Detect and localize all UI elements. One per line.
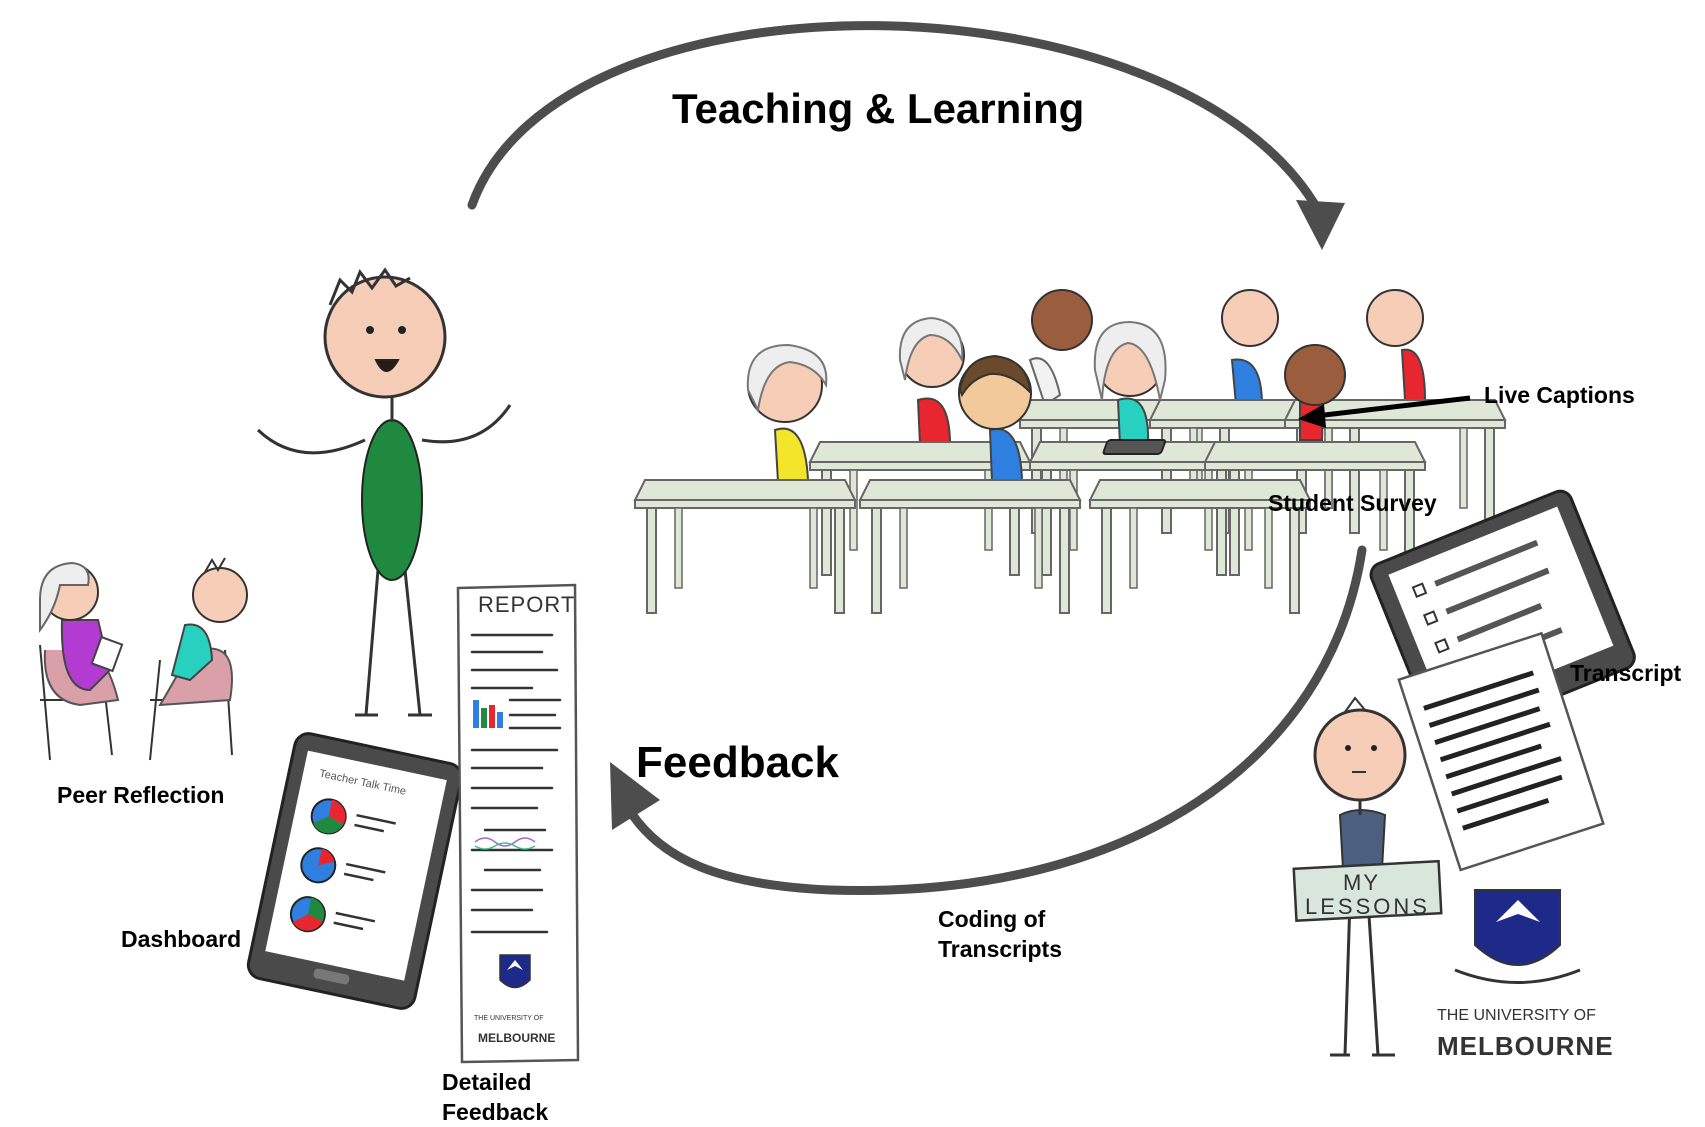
sign-line1: MY [1343,870,1380,895]
detailed-feedback-line2: Feedback [442,1099,549,1125]
coding-line1: Coding of [938,906,1046,932]
teaching-learning-arrowhead [1296,200,1345,250]
peer-reflection-illustration [39,557,248,761]
teaching-learning-label: Teaching & Learning [672,85,1085,132]
university-logo: THE UNIVERSITY OF MELBOURNE [1437,889,1614,1061]
teacher-with-sign: MY LESSONS [1292,696,1443,1057]
dashboard-label: Dashboard [121,926,242,952]
student [1028,289,1093,407]
transcript-pages [1397,631,1605,872]
student [1221,289,1279,406]
transcript-label: Transcript [1570,660,1682,686]
university-crest [1474,889,1561,966]
teacher-figure [256,267,512,717]
peer-reflection-label: Peer Reflection [57,782,225,808]
student [958,354,1032,484]
dashboard-tablet: Teacher Talk Time [246,732,463,1010]
live-captions-label: Live Captions [1484,382,1635,408]
student [898,316,965,446]
classroom-illustration [634,289,1506,614]
logo-line1: THE UNIVERSITY OF [1437,1007,1596,1024]
student [1093,320,1167,446]
feedback-arrowhead [610,762,660,830]
coding-of-transcripts-label: Coding of Transcripts [938,904,1062,964]
feedback-arrow [623,545,1367,896]
detailed-feedback-line1: Detailed [442,1069,532,1095]
report-logo-line2: MELBOURNE [478,1031,555,1045]
detailed-feedback-label: Detailed Feedback [442,1067,548,1127]
report-logo-line1: THE UNIVERSITY OF [474,1015,544,1022]
report-document: REPORT THE UNIVERSITY OF MELBOURNE [456,583,580,1064]
logo-line2: MELBOURNE [1437,1031,1614,1061]
live-captions-pointer-head [1298,404,1326,428]
student-survey-device [1102,439,1167,455]
my-lessons-sign [1292,859,1443,923]
student-survey-label: Student Survey [1268,490,1437,516]
report-title: REPORT [478,592,575,617]
live-captions-pointer [1315,395,1471,419]
sign-line2: LESSONS [1305,894,1430,919]
student [746,343,828,484]
feedback-label: Feedback [636,738,839,787]
teaching-learning-arrow [467,21,1323,215]
student [1366,289,1427,401]
coding-line2: Transcripts [938,936,1062,962]
